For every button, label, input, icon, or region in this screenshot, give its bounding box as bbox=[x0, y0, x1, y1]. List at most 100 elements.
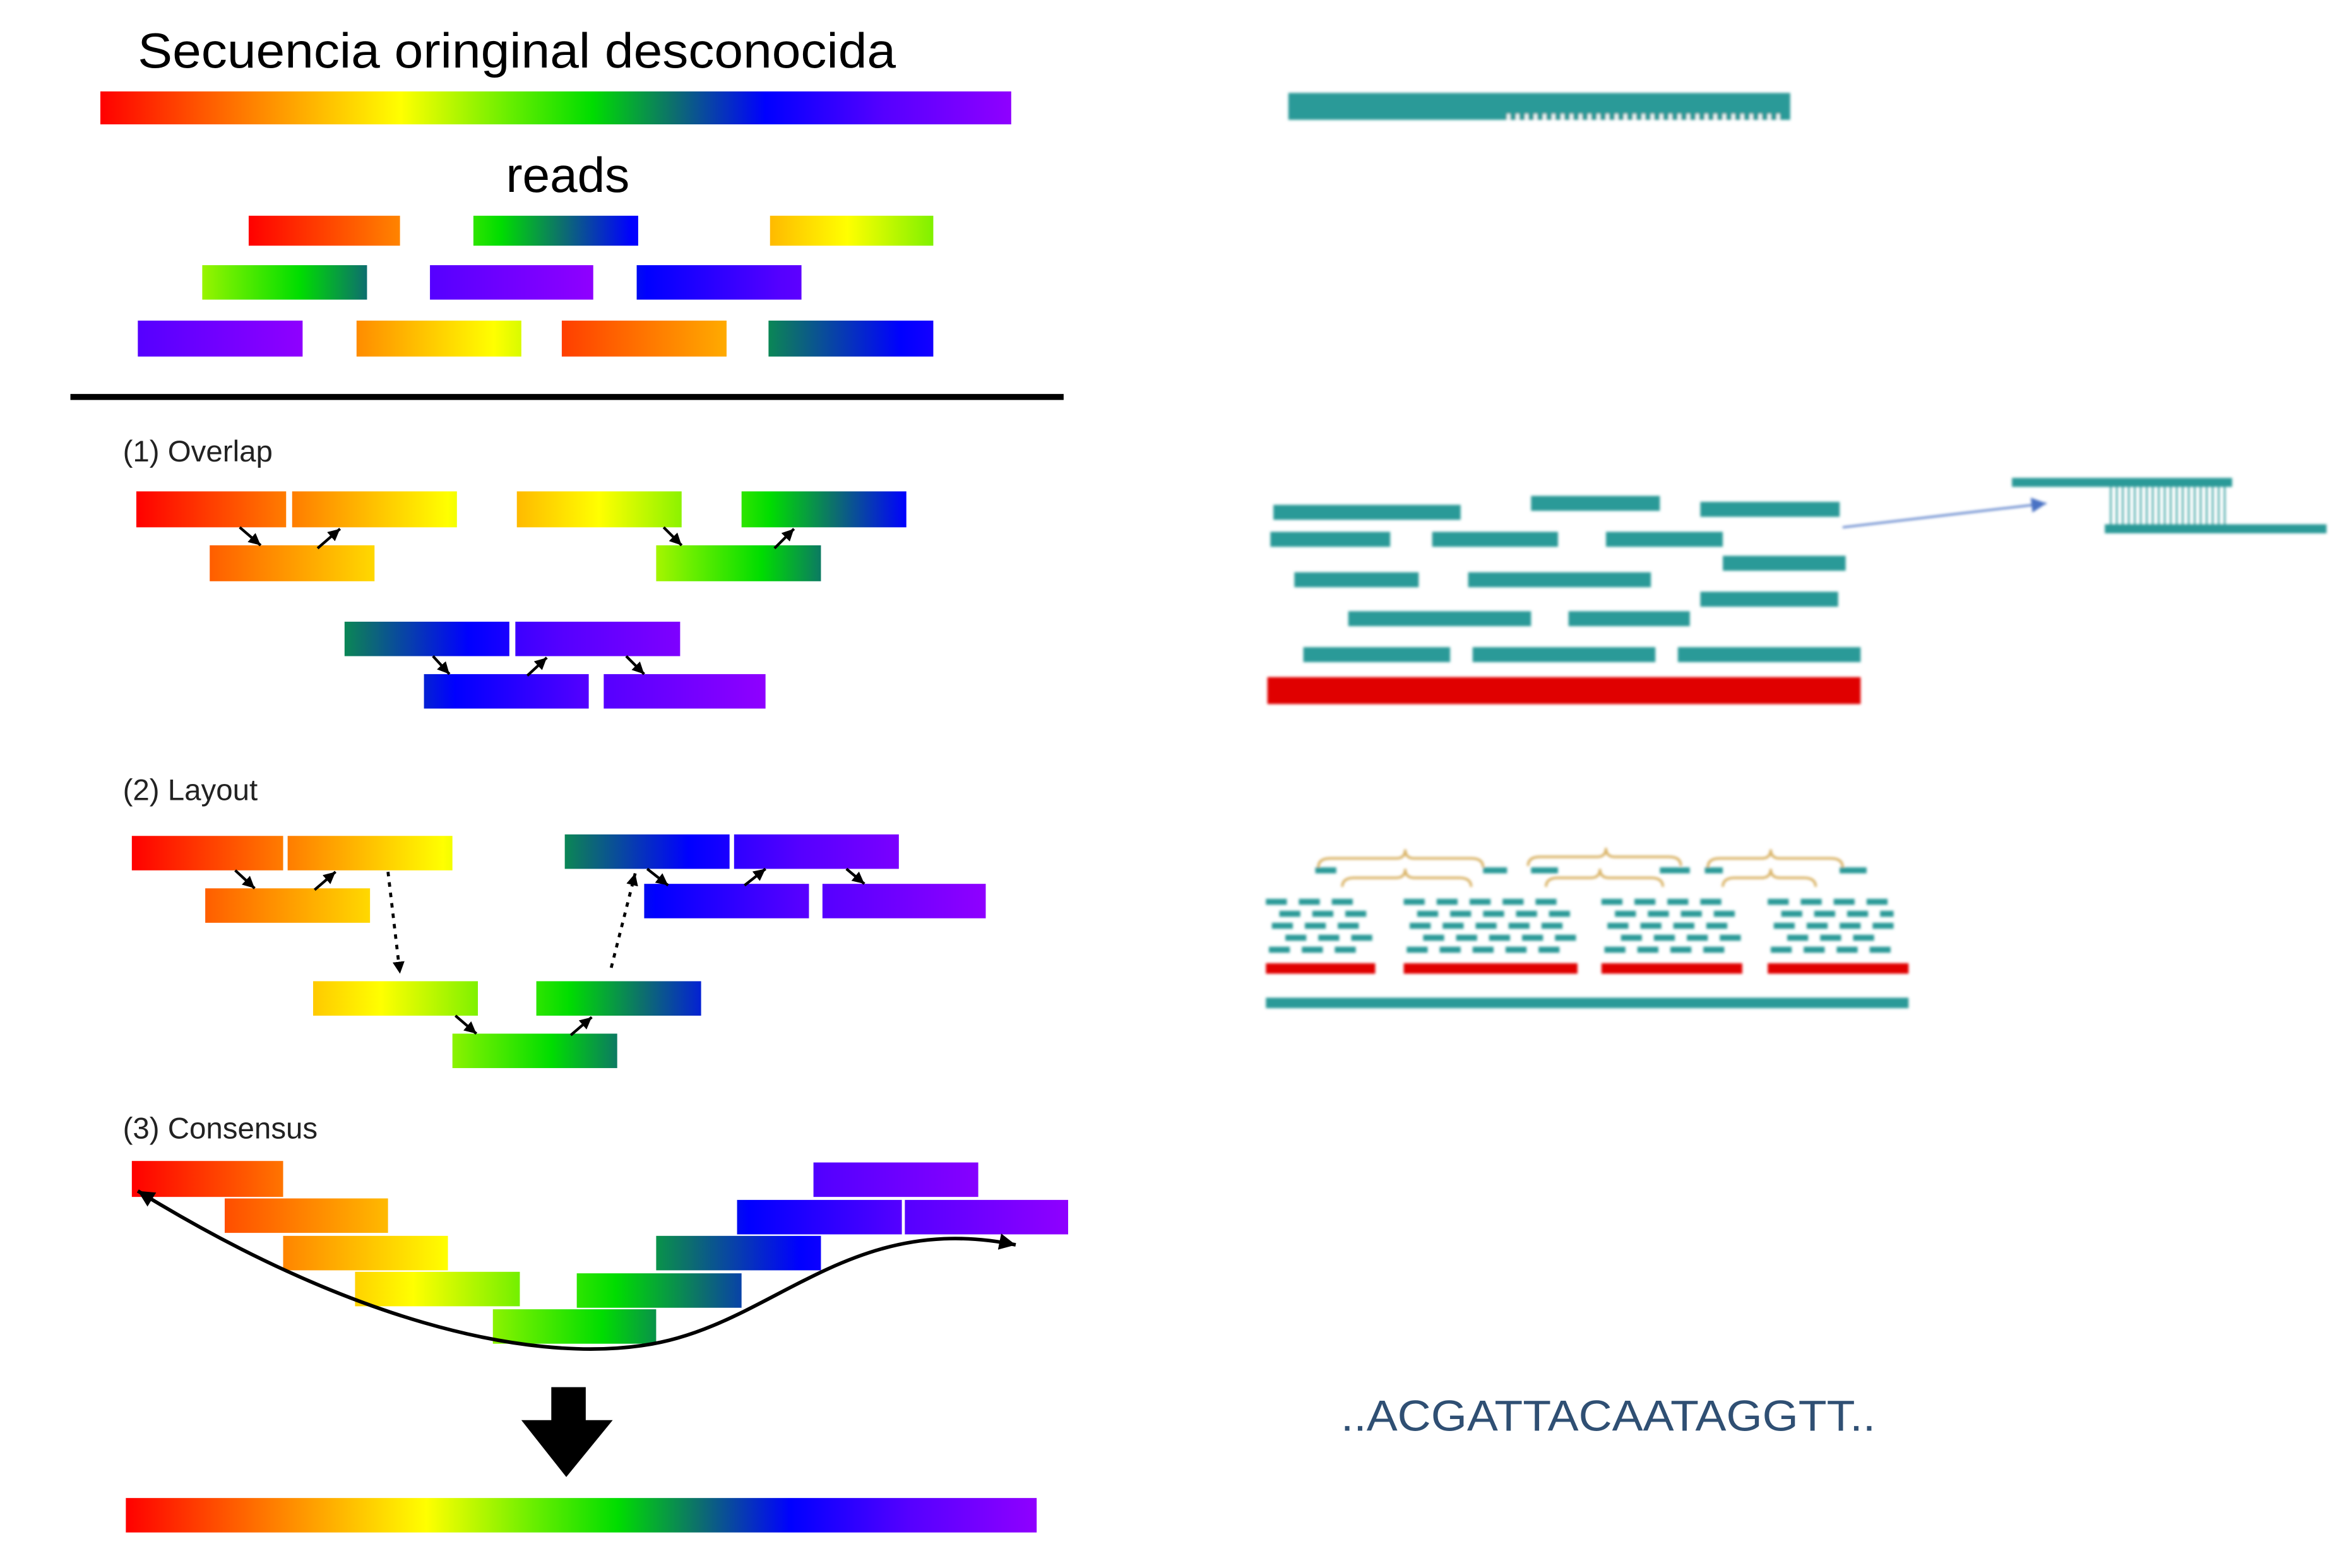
layout-bracket bbox=[1545, 869, 1665, 888]
teal-cluster-read bbox=[1312, 910, 1334, 917]
overlap-read-bar bbox=[604, 674, 766, 709]
teal-cluster-read bbox=[1806, 922, 1828, 929]
sequence-tick bbox=[1768, 114, 1771, 120]
consensus-read-bar bbox=[224, 1198, 388, 1233]
teal-cluster-read bbox=[1406, 946, 1428, 953]
red-contig-bar bbox=[1601, 963, 1742, 974]
teal-cluster-read bbox=[1335, 946, 1356, 953]
read-bar bbox=[430, 265, 593, 300]
overlap-arrow bbox=[432, 655, 451, 675]
sequence-tick bbox=[1597, 114, 1600, 120]
sequence-tick bbox=[1660, 114, 1663, 120]
teal-cluster-read bbox=[1436, 898, 1458, 905]
teal-cluster-read bbox=[1285, 934, 1307, 941]
overlap-arrow bbox=[313, 870, 336, 891]
teal-cluster-read bbox=[1653, 934, 1675, 941]
sequence-tick bbox=[1552, 114, 1555, 120]
teal-cluster-read bbox=[1866, 898, 1888, 905]
teal-cluster-read bbox=[1535, 898, 1557, 905]
read-bar bbox=[561, 320, 727, 357]
teal-cluster-read bbox=[1442, 922, 1464, 929]
teal-read-bar bbox=[1700, 502, 1840, 517]
read-bar bbox=[768, 320, 934, 357]
red-contig-bar bbox=[1768, 963, 1909, 974]
teal-cluster-read bbox=[1302, 946, 1323, 953]
overlap-arrow bbox=[744, 867, 766, 887]
teal-cluster-read bbox=[1279, 910, 1300, 917]
read-bar bbox=[202, 265, 367, 300]
unknown-sequence-bar bbox=[100, 91, 1011, 125]
overlap-read-bar bbox=[741, 491, 907, 528]
layout-read-bar bbox=[536, 981, 701, 1016]
layout-read-bar bbox=[131, 836, 283, 870]
sequence-tick bbox=[1605, 114, 1609, 120]
teal-cluster-read bbox=[1820, 934, 1841, 941]
teal-cluster-read bbox=[1770, 946, 1792, 953]
teal-cluster-read bbox=[1345, 910, 1367, 917]
teal-cluster-read bbox=[1456, 934, 1477, 941]
teal-cluster-read bbox=[1472, 946, 1494, 953]
teal-cluster-read bbox=[1720, 934, 1741, 941]
layout-read-bar bbox=[822, 884, 986, 918]
assembled-sequence-group bbox=[126, 1498, 1037, 1533]
teal-read-bar bbox=[1468, 572, 1651, 588]
teal-read-bar bbox=[1700, 591, 1838, 607]
consensus-sequence-text: ..ACGATTACAATAGGTT.. bbox=[1341, 1391, 1876, 1440]
consensus-read-bar bbox=[355, 1271, 520, 1307]
layout-bracket bbox=[1341, 869, 1473, 888]
teal-cluster-read bbox=[1331, 898, 1353, 905]
sequence-tick bbox=[1569, 114, 1573, 120]
teal-cluster-read bbox=[1637, 946, 1659, 953]
teal-cluster-read bbox=[1502, 898, 1524, 905]
teal-cluster-read bbox=[1508, 922, 1530, 929]
teal-illustrations bbox=[1266, 93, 2327, 1009]
sequence-tick bbox=[1641, 114, 1645, 120]
teal-cluster-read bbox=[1880, 910, 1894, 917]
consensus-read-bar bbox=[656, 1235, 821, 1271]
overlap-step-group bbox=[136, 491, 907, 709]
teal-read-dash bbox=[1660, 867, 1690, 874]
consensus-step-label: (3) Consensus bbox=[123, 1112, 318, 1146]
sequence-tick bbox=[1632, 114, 1636, 120]
sequence-tick bbox=[1723, 114, 1726, 120]
teal-read-bar bbox=[1270, 532, 1391, 547]
detail-pointer-arrow bbox=[1842, 497, 2047, 528]
sequence-tick bbox=[1776, 114, 1780, 120]
consensus-read-bar bbox=[737, 1199, 902, 1235]
teal-cluster-read bbox=[1814, 910, 1836, 917]
teal-cluster-read bbox=[1634, 898, 1656, 905]
overlap-step-label: (1) Overlap bbox=[123, 435, 273, 468]
layout-read-bar bbox=[452, 1033, 617, 1069]
overlap-arrow bbox=[455, 1014, 478, 1035]
teal-cluster-read bbox=[1469, 898, 1491, 905]
read-bar bbox=[473, 215, 638, 246]
teal-cluster-read bbox=[1670, 946, 1692, 953]
teal-cluster-read bbox=[1706, 922, 1728, 929]
teal-read-dash bbox=[1315, 867, 1336, 874]
teal-cluster-read bbox=[1648, 910, 1669, 917]
teal-read-dash bbox=[1483, 867, 1508, 874]
teal-cluster-read bbox=[1687, 934, 1708, 941]
teal-cluster-read bbox=[1549, 910, 1570, 917]
overlap-arrow bbox=[526, 656, 548, 677]
teal-cluster-read bbox=[1338, 922, 1359, 929]
teal-read-dash bbox=[1840, 867, 1867, 874]
red-contig-bar bbox=[1403, 963, 1578, 974]
sequence-tick bbox=[1615, 114, 1618, 120]
sequence-tick bbox=[1588, 114, 1591, 120]
teal-cluster-read bbox=[1781, 910, 1802, 917]
teal-cluster-read bbox=[1304, 922, 1326, 929]
layout-read-bar bbox=[564, 834, 730, 869]
consensus-read-bar bbox=[813, 1162, 978, 1197]
teal-cluster-read bbox=[1423, 934, 1444, 941]
overlap-arrow bbox=[569, 1016, 593, 1036]
teal-cluster-read bbox=[1601, 898, 1623, 905]
consensus-read-bar bbox=[576, 1273, 742, 1308]
sequence-tick bbox=[1759, 114, 1762, 120]
overlap-arrow bbox=[625, 655, 645, 675]
consensus-read-bar bbox=[283, 1235, 448, 1271]
layout-read-bar bbox=[734, 834, 899, 869]
sequence-tick bbox=[1704, 114, 1708, 120]
layout-read-bar bbox=[205, 888, 371, 923]
sequence-tick bbox=[1696, 114, 1699, 120]
